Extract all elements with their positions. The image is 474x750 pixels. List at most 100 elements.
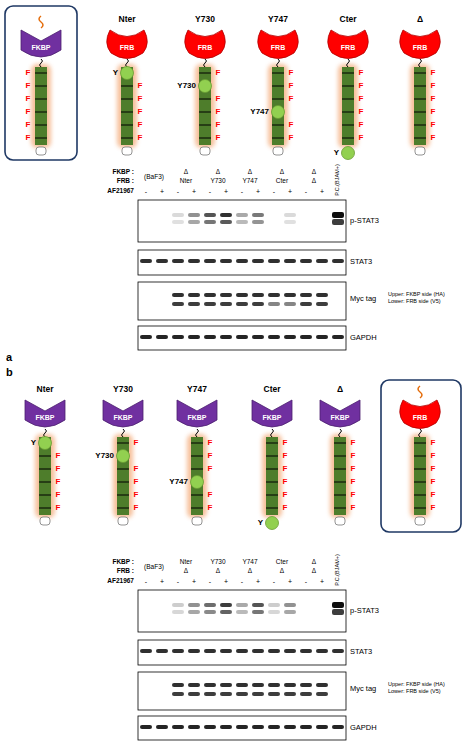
- lane-label: Nter: [180, 178, 192, 185]
- residue-label: F: [138, 108, 143, 116]
- band: [300, 259, 312, 263]
- band: [236, 220, 248, 224]
- construct-name: Y730: [195, 15, 215, 24]
- band: [236, 649, 248, 653]
- receptor-chain: [191, 437, 203, 515]
- receptor-chain: [266, 437, 278, 515]
- chain-tick: [414, 508, 426, 509]
- receptor-chain: [35, 67, 47, 145]
- residue-label: F: [431, 491, 436, 499]
- chain-glow: [35, 434, 55, 518]
- antibody-label: STAT3: [350, 648, 372, 656]
- chain-tick: [35, 99, 47, 100]
- chain-tick: [342, 112, 354, 113]
- lane-label: Δ: [312, 169, 316, 176]
- treatment-sign: +: [224, 578, 228, 585]
- band: [236, 692, 248, 696]
- domain-shape: [177, 400, 217, 427]
- domain-shape: [320, 400, 360, 427]
- blot-panel: [138, 250, 346, 275]
- blot-panel: [138, 590, 346, 632]
- phospho-site: Y747: [271, 105, 285, 119]
- band: [332, 649, 344, 653]
- band: [332, 219, 344, 225]
- domain-shape: [103, 400, 143, 427]
- chain-tick: [414, 469, 426, 470]
- domain-shape: [21, 30, 61, 57]
- site-outline: [198, 79, 212, 93]
- residue-label: F: [56, 491, 61, 499]
- residue-label: F: [283, 452, 288, 460]
- residue-label: F: [431, 82, 436, 90]
- treatment-sign: +: [288, 578, 292, 585]
- construct-name: Nter: [118, 15, 135, 24]
- band: [204, 610, 216, 614]
- band: [204, 293, 216, 297]
- band: [172, 610, 184, 614]
- receptor-chain: [414, 67, 426, 145]
- tag-note: Upper: FKBP side (HA): [388, 292, 445, 298]
- residue-label: F: [208, 491, 213, 499]
- residue-label: F: [359, 134, 364, 142]
- residue-label: F: [283, 465, 288, 473]
- receptor-chain: [272, 67, 284, 145]
- band: [252, 302, 264, 306]
- linker: [339, 429, 342, 437]
- chain-tick: [35, 125, 47, 126]
- domain-shape: [400, 30, 441, 59]
- band: [284, 259, 296, 263]
- band: [252, 692, 264, 696]
- domain-shape: [107, 30, 148, 59]
- residue-label: F: [56, 504, 61, 512]
- construct-name: Cter: [339, 15, 356, 24]
- receptor-chain: [39, 437, 51, 515]
- treatment-sign: -: [177, 578, 179, 585]
- lane-label: Δ: [248, 568, 252, 575]
- band: [220, 683, 232, 687]
- residue-label: F: [351, 465, 356, 473]
- frb-domain: FRB: [106, 28, 148, 60]
- chain-tick: [39, 495, 51, 496]
- band: [236, 335, 248, 339]
- linker: [122, 429, 125, 437]
- lane-label: P.C.(BJAM+): [335, 164, 341, 196]
- linker: [44, 429, 47, 437]
- band: [252, 259, 264, 263]
- lane-label: P.C.(BJAM+): [335, 554, 341, 586]
- band: [316, 692, 328, 696]
- chain-tick: [272, 99, 284, 100]
- panel-letter: a: [6, 352, 12, 363]
- band: [268, 302, 280, 306]
- chain-tick: [342, 138, 354, 139]
- chain-tick: [334, 495, 346, 496]
- phospho-site: Y: [120, 66, 134, 80]
- band: [140, 649, 152, 653]
- linker: [126, 59, 129, 67]
- site-name: Y730: [177, 82, 196, 90]
- residue-label: F: [289, 134, 294, 142]
- site-name: Y747: [169, 478, 188, 486]
- receptor-chain: [334, 437, 346, 515]
- residue-label: F: [138, 121, 143, 129]
- blot-panel: [138, 326, 346, 350]
- chain-tick: [199, 138, 211, 139]
- top-tag: [39, 16, 43, 28]
- residue-label: F: [283, 491, 288, 499]
- chain-glow: [330, 434, 350, 518]
- phospho-site: Y: [38, 436, 52, 450]
- chain-tick: [35, 86, 47, 87]
- site-outline: [341, 146, 355, 160]
- construct-name: Cter: [263, 385, 280, 394]
- receptor-chain: [342, 67, 354, 145]
- band: [172, 335, 184, 339]
- lane-label: Δ: [312, 568, 316, 575]
- chain-tick: [121, 99, 133, 100]
- frb-domain: FRB: [184, 28, 226, 60]
- row-label: FKBP :: [112, 169, 134, 176]
- domain-name: FKBP: [31, 44, 50, 51]
- band: [220, 220, 232, 224]
- band: [236, 725, 248, 729]
- band: [284, 692, 296, 696]
- band: [252, 649, 264, 653]
- residue-label: F: [56, 452, 61, 460]
